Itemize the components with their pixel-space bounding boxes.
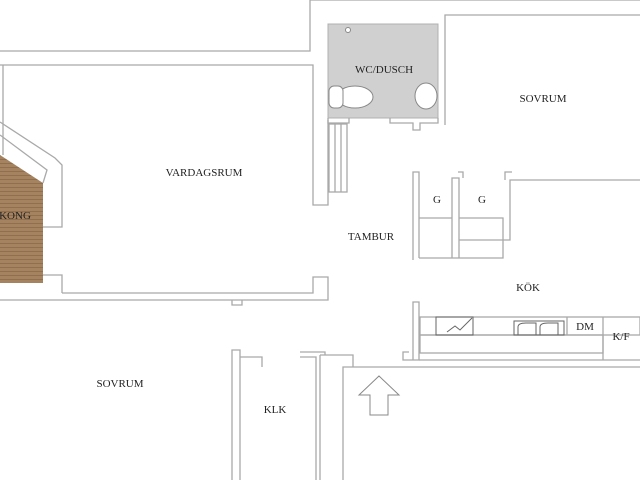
room-label-balkong: BALKONG (0, 210, 31, 222)
klk-wall (231, 349, 326, 480)
entrance-arrow-icon (357, 375, 401, 416)
stove-icon (435, 316, 474, 336)
room-label-sovrum-right: SOVRUM (519, 93, 567, 105)
bedroom-right-wall (444, 14, 640, 125)
kitchen-counter-top (419, 316, 640, 336)
entry-wall (319, 354, 640, 480)
room-label-wc-dusch: WC/DUSCH (354, 64, 414, 76)
balcony-door-frame (0, 121, 63, 228)
room-label-tambur: TAMBUR (347, 231, 395, 243)
balcony-deck (0, 155, 43, 283)
room-label-sovrum-left: SOVRUM (96, 378, 144, 390)
closets (412, 171, 640, 260)
kitchen-wall (402, 301, 420, 361)
kitchen-sink-icon (513, 320, 565, 336)
kitchen-counter (419, 334, 604, 354)
outer-wall-top (0, 0, 640, 52)
room-label-vardagsrum: VARDAGSRUM (165, 167, 243, 179)
sink-icon (414, 82, 438, 110)
appliance-label-dm: DM (576, 321, 594, 333)
room-label-klk: KLK (263, 404, 287, 416)
living-room-wall (0, 64, 329, 206)
room-label-kok: KÖK (516, 282, 540, 294)
closet-label-2: G (478, 194, 486, 206)
living-room-bottom-wall (0, 274, 329, 306)
appliance-label-kf: K/F (612, 331, 630, 343)
closet-label-1: G (433, 194, 441, 206)
radiator-icon (328, 123, 348, 193)
shower-icon (345, 27, 351, 33)
